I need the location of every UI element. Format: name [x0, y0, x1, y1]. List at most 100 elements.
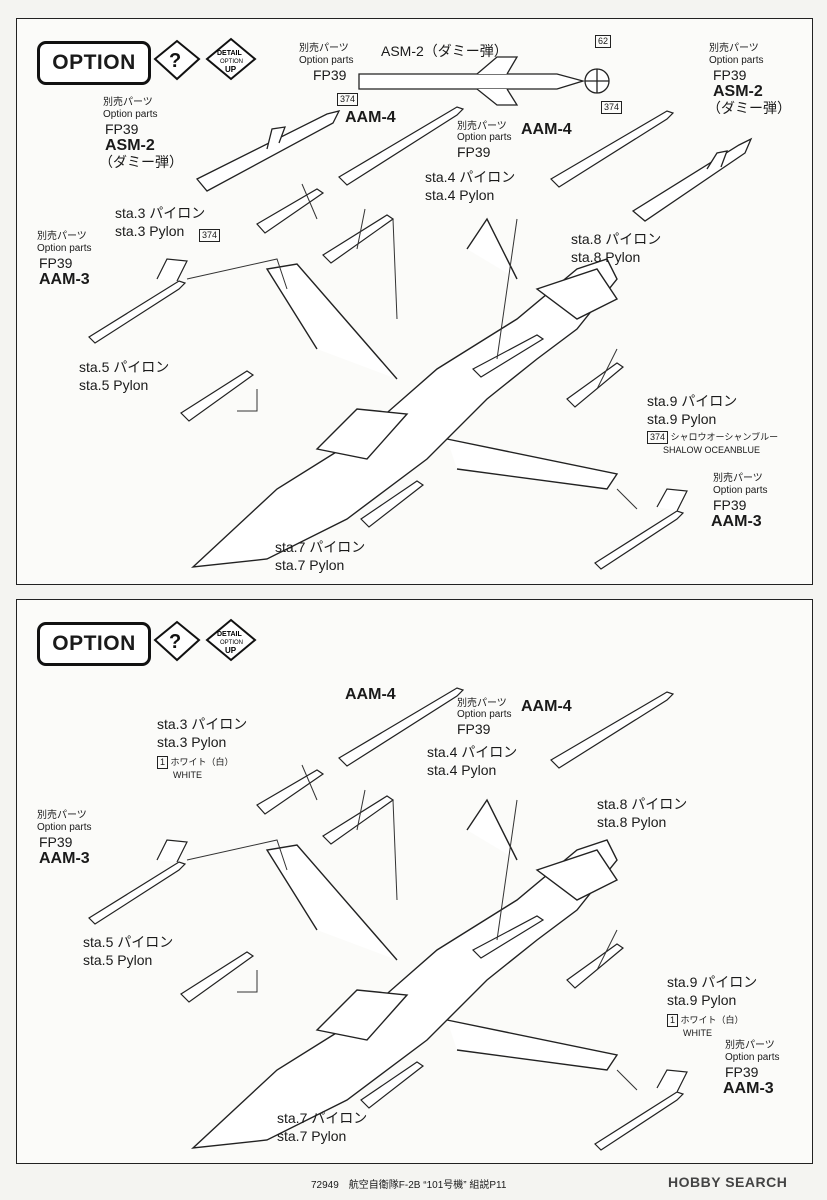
detail-up-icon: DETAIL OPTION UP — [205, 618, 257, 662]
pylons — [180, 769, 625, 1109]
aam4-left — [338, 687, 465, 767]
leader-lines — [186, 183, 638, 510]
paint-code-374: 374 — [337, 93, 359, 106]
asm2-right-sep-en: Option parts — [709, 55, 764, 66]
leader-lines — [186, 764, 638, 1091]
assembly-icon: ? — [153, 620, 201, 662]
aam3-right-code: FP39 — [725, 1064, 759, 1080]
asm2-right — [631, 137, 753, 222]
sta8-label-jp: sta.8 パイロン — [571, 231, 662, 247]
option-badge: OPTION — [37, 622, 151, 666]
sta5-pylon — [180, 370, 255, 422]
asm2-left-name: ASM-2 — [105, 137, 155, 154]
aam4-center-code: FP39 — [457, 144, 491, 160]
sta5-pylon — [180, 951, 255, 1003]
sta3-label-jp: sta.3 パイロン — [115, 205, 206, 221]
asm2-right-sep-jp: 別売パーツ — [709, 43, 759, 54]
pylons — [180, 188, 625, 528]
asm2-top-name: ASM-2（ダミー弾） — [381, 43, 508, 59]
asm2-left-sub: （ダミー弾） — [99, 154, 183, 170]
aam3-left-sep-en: Option parts — [37, 822, 92, 833]
aam3-right-code: FP39 — [713, 497, 747, 513]
aam3-right-sep-en: Option parts — [725, 1052, 780, 1063]
sta8-label-jp: sta.8 パイロン — [597, 796, 688, 812]
aam3-right — [594, 488, 688, 570]
f2-aircraft — [190, 217, 619, 568]
paint-code-374b: 374 — [601, 101, 623, 114]
sta9-color-jp: ホワイト（白） — [680, 1015, 744, 1025]
sta9-color-en: WHITE — [683, 1028, 712, 1038]
sta8-pylon — [472, 915, 545, 959]
aam3-right — [594, 1069, 688, 1151]
sta3-label-jp: sta.3 パイロン — [157, 716, 248, 732]
sta8-label-en: sta.8 Pylon — [597, 814, 667, 830]
sta7-label-en: sta.7 Pylon — [275, 557, 345, 573]
sta9-color-jp: シャロウオーシャンブルー — [670, 432, 779, 442]
aam3-left-sep-en: Option parts — [37, 243, 92, 254]
aam3-left-name: AAM-3 — [39, 271, 90, 288]
aam4-left-name: AAM-4 — [345, 109, 396, 126]
sta4-label-en: sta.4 Pylon — [427, 762, 497, 778]
asm2-left-sep-jp: 別売パーツ — [103, 97, 153, 108]
aam4-center-sep-jp: 別売パーツ — [457, 121, 507, 132]
sta9-label-jp: sta.9 パイロン — [647, 393, 738, 409]
asm2-top-sep-en: Option parts — [299, 55, 354, 66]
sta3-code: 374 — [199, 229, 221, 242]
sta7-pylon — [360, 480, 425, 528]
sta5-label-en: sta.5 Pylon — [79, 377, 149, 393]
sta4-pylon — [322, 214, 395, 264]
svg-text:UP: UP — [225, 65, 237, 74]
aam4-right — [550, 691, 675, 769]
aircraft-diagram: ? DETAIL OPTION UP — [88, 37, 753, 570]
svg-text:DETAIL: DETAIL — [217, 631, 242, 638]
sta9-label-jp: sta.9 パイロン — [667, 974, 758, 990]
asm2-right-name: ASM-2 — [713, 83, 763, 100]
sta3-color-jp: ホワイト（白） — [170, 757, 234, 767]
aam3-right-name: AAM-3 — [711, 513, 762, 530]
sta3-color-en: WHITE — [173, 770, 202, 780]
sta4-label-jp: sta.4 パイロン — [427, 744, 518, 760]
footer-text: 72949 航空自衛隊F-2B “101号機” 組説P11 — [311, 1180, 507, 1191]
svg-text:?: ? — [169, 50, 181, 72]
instruction-panel-bottom: OPTION ? DETAIL OPTION UP — [16, 599, 813, 1164]
sta5-label-jp: sta.5 パイロン — [79, 359, 170, 375]
aam4-center-sep-jp: 別売パーツ — [457, 698, 507, 709]
asm2-top-sep-jp: 別売パーツ — [299, 43, 349, 54]
sta7-label-jp: sta.7 パイロン — [277, 1110, 368, 1126]
sta8-pylon — [472, 334, 545, 378]
asm2-right-code: FP39 — [713, 67, 747, 83]
aam3-right-sep-en: Option parts — [713, 485, 768, 496]
asm2-left-sep-en: Option parts — [103, 109, 158, 120]
aam4-right-name: AAM-4 — [521, 121, 572, 138]
detail-up-icon: DETAIL OPTION UP — [205, 37, 257, 81]
sta4-label-jp: sta.4 パイロン — [425, 169, 516, 185]
sta7-label-jp: sta.7 パイロン — [275, 539, 366, 555]
aam3-right-sep-jp: 別売パーツ — [713, 473, 763, 484]
svg-text:DETAIL: DETAIL — [217, 50, 242, 57]
sta9-pylon — [566, 943, 625, 989]
instruction-panel-top: OPTION ? DETAIL OPTION UP — [16, 18, 813, 585]
assembly-icon: ? — [153, 39, 201, 81]
aam4-center-sep-en: Option parts — [457, 132, 512, 143]
f2-aircraft — [190, 798, 619, 1149]
sta5-label-jp: sta.5 パイロン — [83, 934, 174, 950]
sta3-pylon — [256, 188, 325, 234]
sta9-color-en: SHALOW OCEANBLUE — [663, 445, 761, 455]
asm2-top-code: FP39 — [313, 67, 347, 83]
sta7-label-en: sta.7 Pylon — [277, 1128, 347, 1144]
sta5-label-en: sta.5 Pylon — [83, 952, 153, 968]
sta9-code: 374 — [647, 431, 669, 444]
aam3-left-name: AAM-3 — [39, 850, 90, 867]
aircraft-diagram: ? DETAIL OPTION UP — [88, 618, 688, 1151]
svg-text:OPTION: OPTION — [220, 640, 243, 646]
aam4-center-sep-en: Option parts — [457, 709, 512, 720]
hobby-search-watermark: HOBBY SEARCH — [668, 1174, 788, 1190]
sta9-pylon — [566, 362, 625, 408]
aam3-left — [88, 839, 188, 925]
aam4-left-name: AAM-4 — [345, 686, 396, 703]
asm2-right-sub: （ダミー弾） — [707, 100, 791, 116]
sta3-label-en: sta.3 Pylon — [157, 734, 227, 750]
svg-text:?: ? — [169, 631, 181, 653]
sta3-code: 1 — [157, 756, 169, 769]
sta9-code: 1 — [667, 1014, 679, 1027]
